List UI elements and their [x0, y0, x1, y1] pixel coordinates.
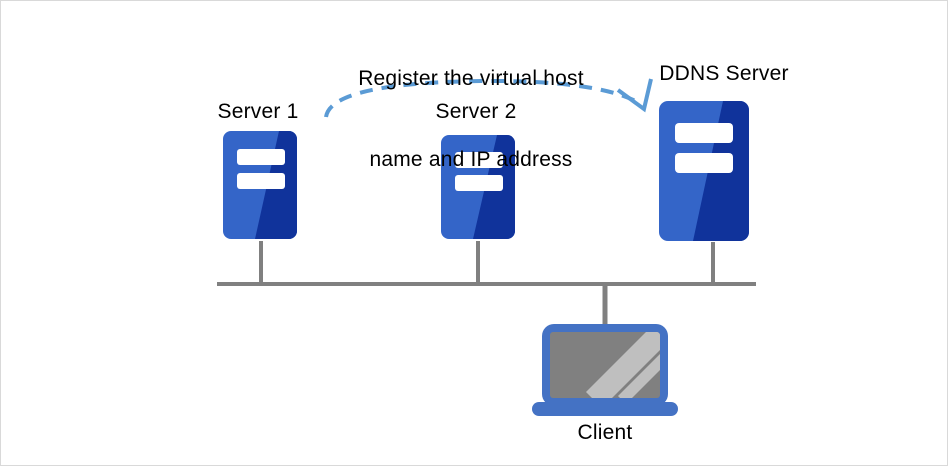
annotation-line-2: name and IP address	[369, 148, 573, 171]
server-tower-icon-server-1	[223, 131, 297, 239]
annotation-line-1: Register the virtual host	[358, 67, 584, 90]
node-label-client: Client	[577, 421, 633, 444]
server-tower-icon-ddns-server	[659, 101, 749, 241]
annotation-register-text: Register the virtual host name and IP ad…	[325, 11, 617, 227]
node-label-server-1: Server 1	[217, 100, 299, 123]
registration-arrow	[324, 78, 653, 118]
laptop-icon-client	[532, 324, 678, 416]
server-tower-icon-server-2	[441, 135, 515, 239]
node-label-server-2: Server 2	[435, 100, 517, 123]
node-label-ddns-server: DDNS Server	[659, 62, 789, 85]
